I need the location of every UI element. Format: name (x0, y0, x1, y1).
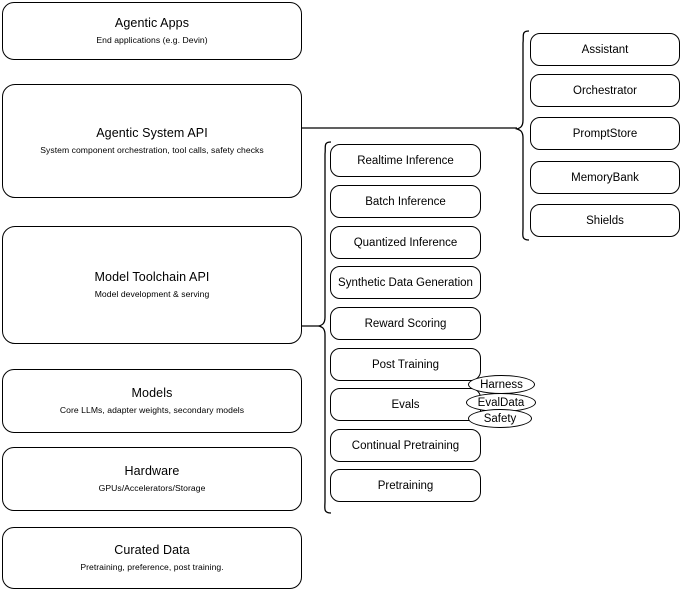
capability-label: Synthetic Data Generation (338, 276, 473, 289)
layer-title: Model Toolchain API (94, 269, 210, 284)
component-promptstore[interactable]: PromptStore (530, 117, 680, 150)
layer-title: Agentic Apps (114, 15, 190, 30)
layer-model-toolchain-api[interactable]: Model Toolchain API Model development & … (2, 226, 302, 344)
layer-subtitle: Core LLMs, adapter weights, secondary mo… (59, 405, 245, 416)
capability-pretraining[interactable]: Pretraining (330, 469, 481, 502)
capability-label: Pretraining (377, 479, 434, 492)
capability-synthetic-data-generation[interactable]: Synthetic Data Generation (330, 266, 481, 299)
capability-quantized-inference[interactable]: Quantized Inference (330, 226, 481, 259)
capability-label: Quantized Inference (353, 236, 458, 249)
bracket-system-components (514, 30, 530, 241)
capability-label: Reward Scoring (364, 317, 447, 330)
component-label: Shields (586, 214, 624, 227)
layer-subtitle: Pretraining, preference, post training. (80, 562, 224, 573)
layer-title: Models (131, 385, 173, 400)
layer-agentic-system-api[interactable]: Agentic System API System component orch… (2, 84, 302, 198)
capability-reward-scoring[interactable]: Reward Scoring (330, 307, 481, 340)
layer-title: Agentic System API (96, 125, 208, 140)
layer-agentic-apps[interactable]: Agentic Apps End applications (e.g. Devi… (2, 2, 302, 60)
capability-evals[interactable]: Evals (330, 388, 481, 421)
component-label: Assistant (581, 43, 629, 56)
capability-batch-inference[interactable]: Batch Inference (330, 185, 481, 218)
capability-label: Continual Pretraining (351, 439, 460, 452)
layer-subtitle: Model development & serving (94, 289, 210, 300)
badge-harness[interactable]: Harness (468, 375, 535, 394)
component-assistant[interactable]: Assistant (530, 33, 680, 66)
layer-subtitle: GPUs/Accelerators/Storage (98, 483, 206, 494)
component-label: Orchestrator (573, 84, 637, 97)
capability-post-training[interactable]: Post Training (330, 348, 481, 381)
badge-label: Harness (480, 378, 523, 391)
layer-title: Hardware (124, 463, 180, 478)
component-orchestrator[interactable]: Orchestrator (530, 74, 680, 107)
badge-safety[interactable]: Safety (468, 409, 532, 428)
capability-label: Evals (391, 398, 420, 411)
component-label: PromptStore (572, 127, 638, 140)
capability-realtime-inference[interactable]: Realtime Inference (330, 144, 481, 177)
capability-label: Realtime Inference (357, 154, 454, 167)
capability-label: Batch Inference (365, 195, 446, 208)
component-shields[interactable]: Shields (530, 204, 680, 237)
badge-label: Safety (483, 412, 517, 425)
badge-label: EvalData (477, 396, 525, 409)
capability-continual-pretraining[interactable]: Continual Pretraining (330, 429, 481, 462)
layer-hardware[interactable]: Hardware GPUs/Accelerators/Storage (2, 447, 302, 511)
layer-curated-data[interactable]: Curated Data Pretraining, preference, po… (2, 527, 302, 589)
component-label: MemoryBank (571, 171, 639, 184)
layer-title: Curated Data (114, 542, 190, 557)
layer-subtitle: System component orchestration, tool cal… (40, 145, 264, 156)
layer-models[interactable]: Models Core LLMs, adapter weights, secon… (2, 369, 302, 433)
component-memorybank[interactable]: MemoryBank (530, 161, 680, 194)
layer-subtitle: End applications (e.g. Devin) (96, 35, 208, 46)
capability-label: Post Training (371, 358, 440, 371)
